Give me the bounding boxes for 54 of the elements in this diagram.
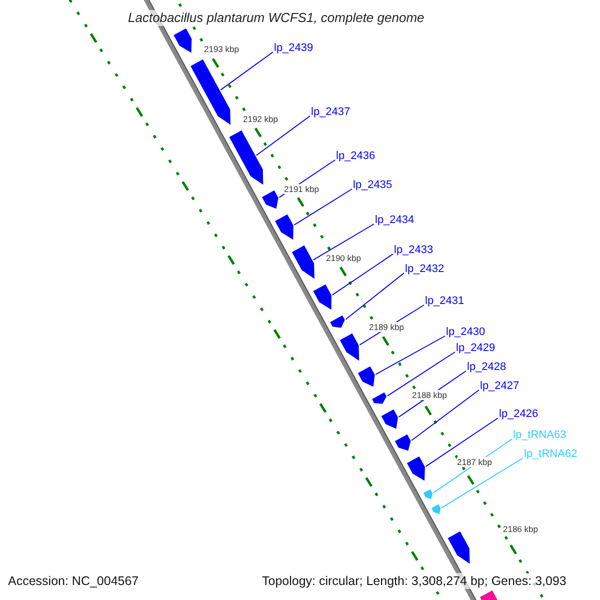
scale-label: 2192 kbp: [243, 114, 278, 124]
gene-label: lp_2427: [480, 380, 520, 393]
leader-line: [312, 224, 374, 260]
scale-label: 2186 kbp: [503, 524, 538, 534]
gene-label: lp_2429: [456, 342, 496, 355]
leader-line: [425, 418, 498, 467]
gene-label: lp_tRNA63: [513, 429, 566, 442]
gene-label: lp_2435: [353, 179, 392, 192]
gene-segment: [431, 504, 441, 514]
gene-label: lp_2430: [446, 326, 486, 339]
gene-segment: [262, 190, 278, 209]
gene-segment: [330, 315, 345, 328]
gene-label: lp_2434: [375, 214, 414, 227]
gene-label: lp_2426: [499, 408, 538, 421]
gene-label: lp_2439: [274, 42, 314, 55]
gene-segment: [292, 245, 314, 279]
leader-line: [375, 336, 446, 375]
leader-line: [220, 52, 274, 90]
gene-label: lp_2433: [394, 244, 434, 257]
leader-line: [345, 272, 404, 320]
gene-segment: [406, 456, 425, 481]
scale-label: 2193 kbp: [204, 44, 239, 54]
gene-label: lp_2437: [311, 106, 350, 119]
leader-line: [256, 116, 310, 156]
leader-line: [332, 254, 394, 296]
gene-segment: [313, 284, 332, 310]
info-text: Accession: NC_004567: [8, 573, 139, 589]
gene-label: lp_tRNA62: [524, 448, 578, 461]
gene-segment: [394, 434, 411, 451]
gene-segment: [275, 214, 294, 240]
gene-segment: [358, 366, 375, 387]
scale-label: 2187 kbp: [457, 457, 492, 467]
gene-segment: [229, 130, 264, 185]
scale-label: 2191 kbp: [284, 184, 319, 194]
gene-label: lp_2432: [405, 263, 444, 276]
leader-line: [441, 458, 524, 508]
title: Lactobacillus plantarum WCFS1, complete genome: [126, 10, 426, 26]
scale-label: 2189 kbp: [369, 322, 404, 332]
gene-segment: [340, 333, 360, 361]
gene-segment: [174, 28, 192, 53]
gene-label: lp_2431: [425, 295, 464, 308]
gene-segment: [190, 59, 230, 125]
gene-segment: [423, 489, 432, 500]
gene-label: lp_2436: [336, 150, 376, 163]
leader-line: [294, 188, 352, 226]
gene-segment: [381, 409, 398, 429]
info-text: Topology: circular; Length: 3,308,274 bp; Genes: 3,093: [262, 573, 566, 589]
scale-label: 2188 kbp: [412, 390, 447, 400]
leader-line: [386, 352, 456, 396]
gene-label: lp_2428: [467, 361, 506, 374]
leader-line: [411, 390, 480, 441]
gene-segment: [372, 392, 387, 404]
scale-label: 2190 kbp: [326, 253, 361, 263]
gene-segment: [448, 531, 470, 564]
